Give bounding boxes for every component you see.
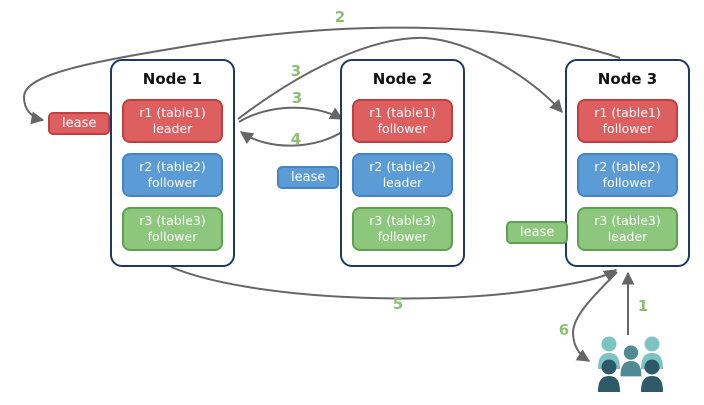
replica-role: follower [377, 121, 428, 136]
lease-badge-table3: lease [506, 221, 569, 244]
node3-replica-r3: r3 (table3) leader [577, 207, 678, 251]
step-number-1: 1 [637, 297, 649, 315]
step-number-3a: 3 [290, 62, 302, 80]
node2-replica-r1: r1 (table1) follower [352, 99, 453, 143]
lease-label: lease [520, 225, 555, 240]
node1-replica-r3: r3 (table3) follower [122, 207, 223, 251]
replica-label: r1 (table1) [139, 104, 206, 120]
lease-badge-table2: lease [277, 166, 340, 189]
replica-label: r1 (table1) [369, 104, 436, 120]
replica-role: follower [602, 121, 653, 136]
node3-replica-r2: r2 (table2) follower [577, 153, 678, 197]
replica-label: r2 (table2) [139, 158, 206, 174]
replica-label: r2 (table2) [369, 158, 436, 174]
replica-role: leader [382, 175, 423, 190]
step-number-4: 4 [290, 130, 302, 148]
node-title: Node 1 [142, 70, 203, 88]
replica-label: r3 (table3) [594, 212, 661, 228]
replica-label: r1 (table1) [594, 104, 661, 120]
replica-label: r3 (table3) [369, 212, 436, 228]
node-3: Node 3 r1 (table1) follower r2 (table2) … [565, 59, 690, 267]
node1-replica-r2: r2 (table2) follower [122, 153, 223, 197]
node1-replica-r1: r1 (table1) leader [122, 99, 223, 143]
replica-role: leader [152, 121, 193, 136]
users-icon [598, 336, 663, 392]
replica-role: follower [377, 229, 428, 244]
node-title: Node 3 [597, 70, 658, 88]
node-title: Node 2 [372, 70, 433, 88]
node3-replica-r1: r1 (table1) follower [577, 99, 678, 143]
lease-label: lease [291, 170, 326, 185]
step-number-5: 5 [392, 295, 404, 313]
lease-badge-table1: lease [48, 112, 111, 135]
replica-role: leader [607, 229, 648, 244]
replica-role: follower [147, 175, 198, 190]
step-number-6: 6 [558, 321, 570, 339]
node-1: Node 1 r1 (table1) leader r2 (table2) fo… [110, 59, 235, 267]
lease-label: lease [62, 116, 97, 131]
arrow-step-3-node1-to-node2 [238, 106, 344, 123]
node2-replica-r2: r2 (table2) leader [352, 153, 453, 197]
replica-role: follower [602, 175, 653, 190]
step-number-3b: 3 [291, 89, 303, 107]
node-2: Node 2 r1 (table1) follower r2 (table2) … [340, 59, 465, 267]
step-number-2: 2 [334, 8, 346, 26]
arrow-step-5-node1-to-node3 [170, 266, 618, 300]
node2-replica-r3: r3 (table3) follower [352, 207, 453, 251]
replica-label: r3 (table3) [139, 212, 206, 228]
replica-role: follower [147, 229, 198, 244]
replica-label: r2 (table2) [594, 158, 661, 174]
